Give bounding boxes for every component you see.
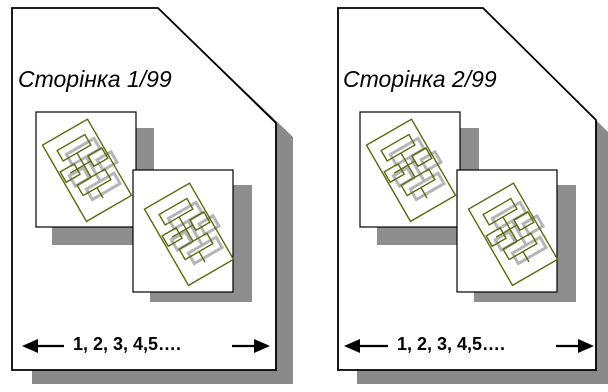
page-card-2 [337, 7, 608, 384]
thumbnail-card-2 [456, 169, 576, 302]
page-nav-numbers-2: 1, 2, 3, 4,5…. [397, 334, 506, 354]
arrow-right-icon [232, 339, 270, 353]
arrow-left-icon [22, 339, 64, 353]
page-title-1: Сторінка 1/99 [18, 66, 172, 92]
card-frame [359, 111, 461, 228]
page-card-1 [11, 7, 293, 384]
arrow-right-icon [556, 339, 594, 353]
thumbnail-card-2 [132, 169, 252, 302]
thumbnail-card-1 [35, 111, 154, 245]
page-nav-numbers-1: 1, 2, 3, 4,5…. [73, 334, 182, 354]
page-title-2: Сторінка 2/99 [343, 66, 497, 92]
arrow-left-icon [344, 339, 388, 353]
